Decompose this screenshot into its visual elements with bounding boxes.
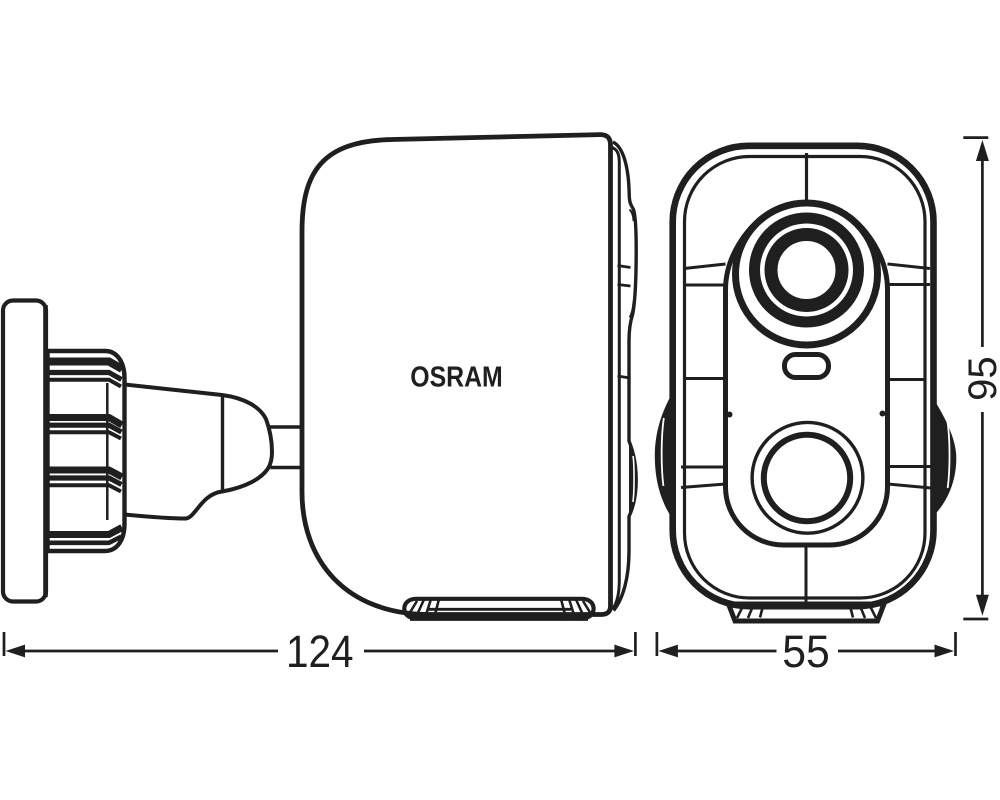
svg-text:OSRAM: OSRAM xyxy=(410,361,502,393)
svg-text:55: 55 xyxy=(782,627,830,677)
svg-text:124: 124 xyxy=(286,627,354,677)
svg-text:95: 95 xyxy=(961,356,1000,401)
